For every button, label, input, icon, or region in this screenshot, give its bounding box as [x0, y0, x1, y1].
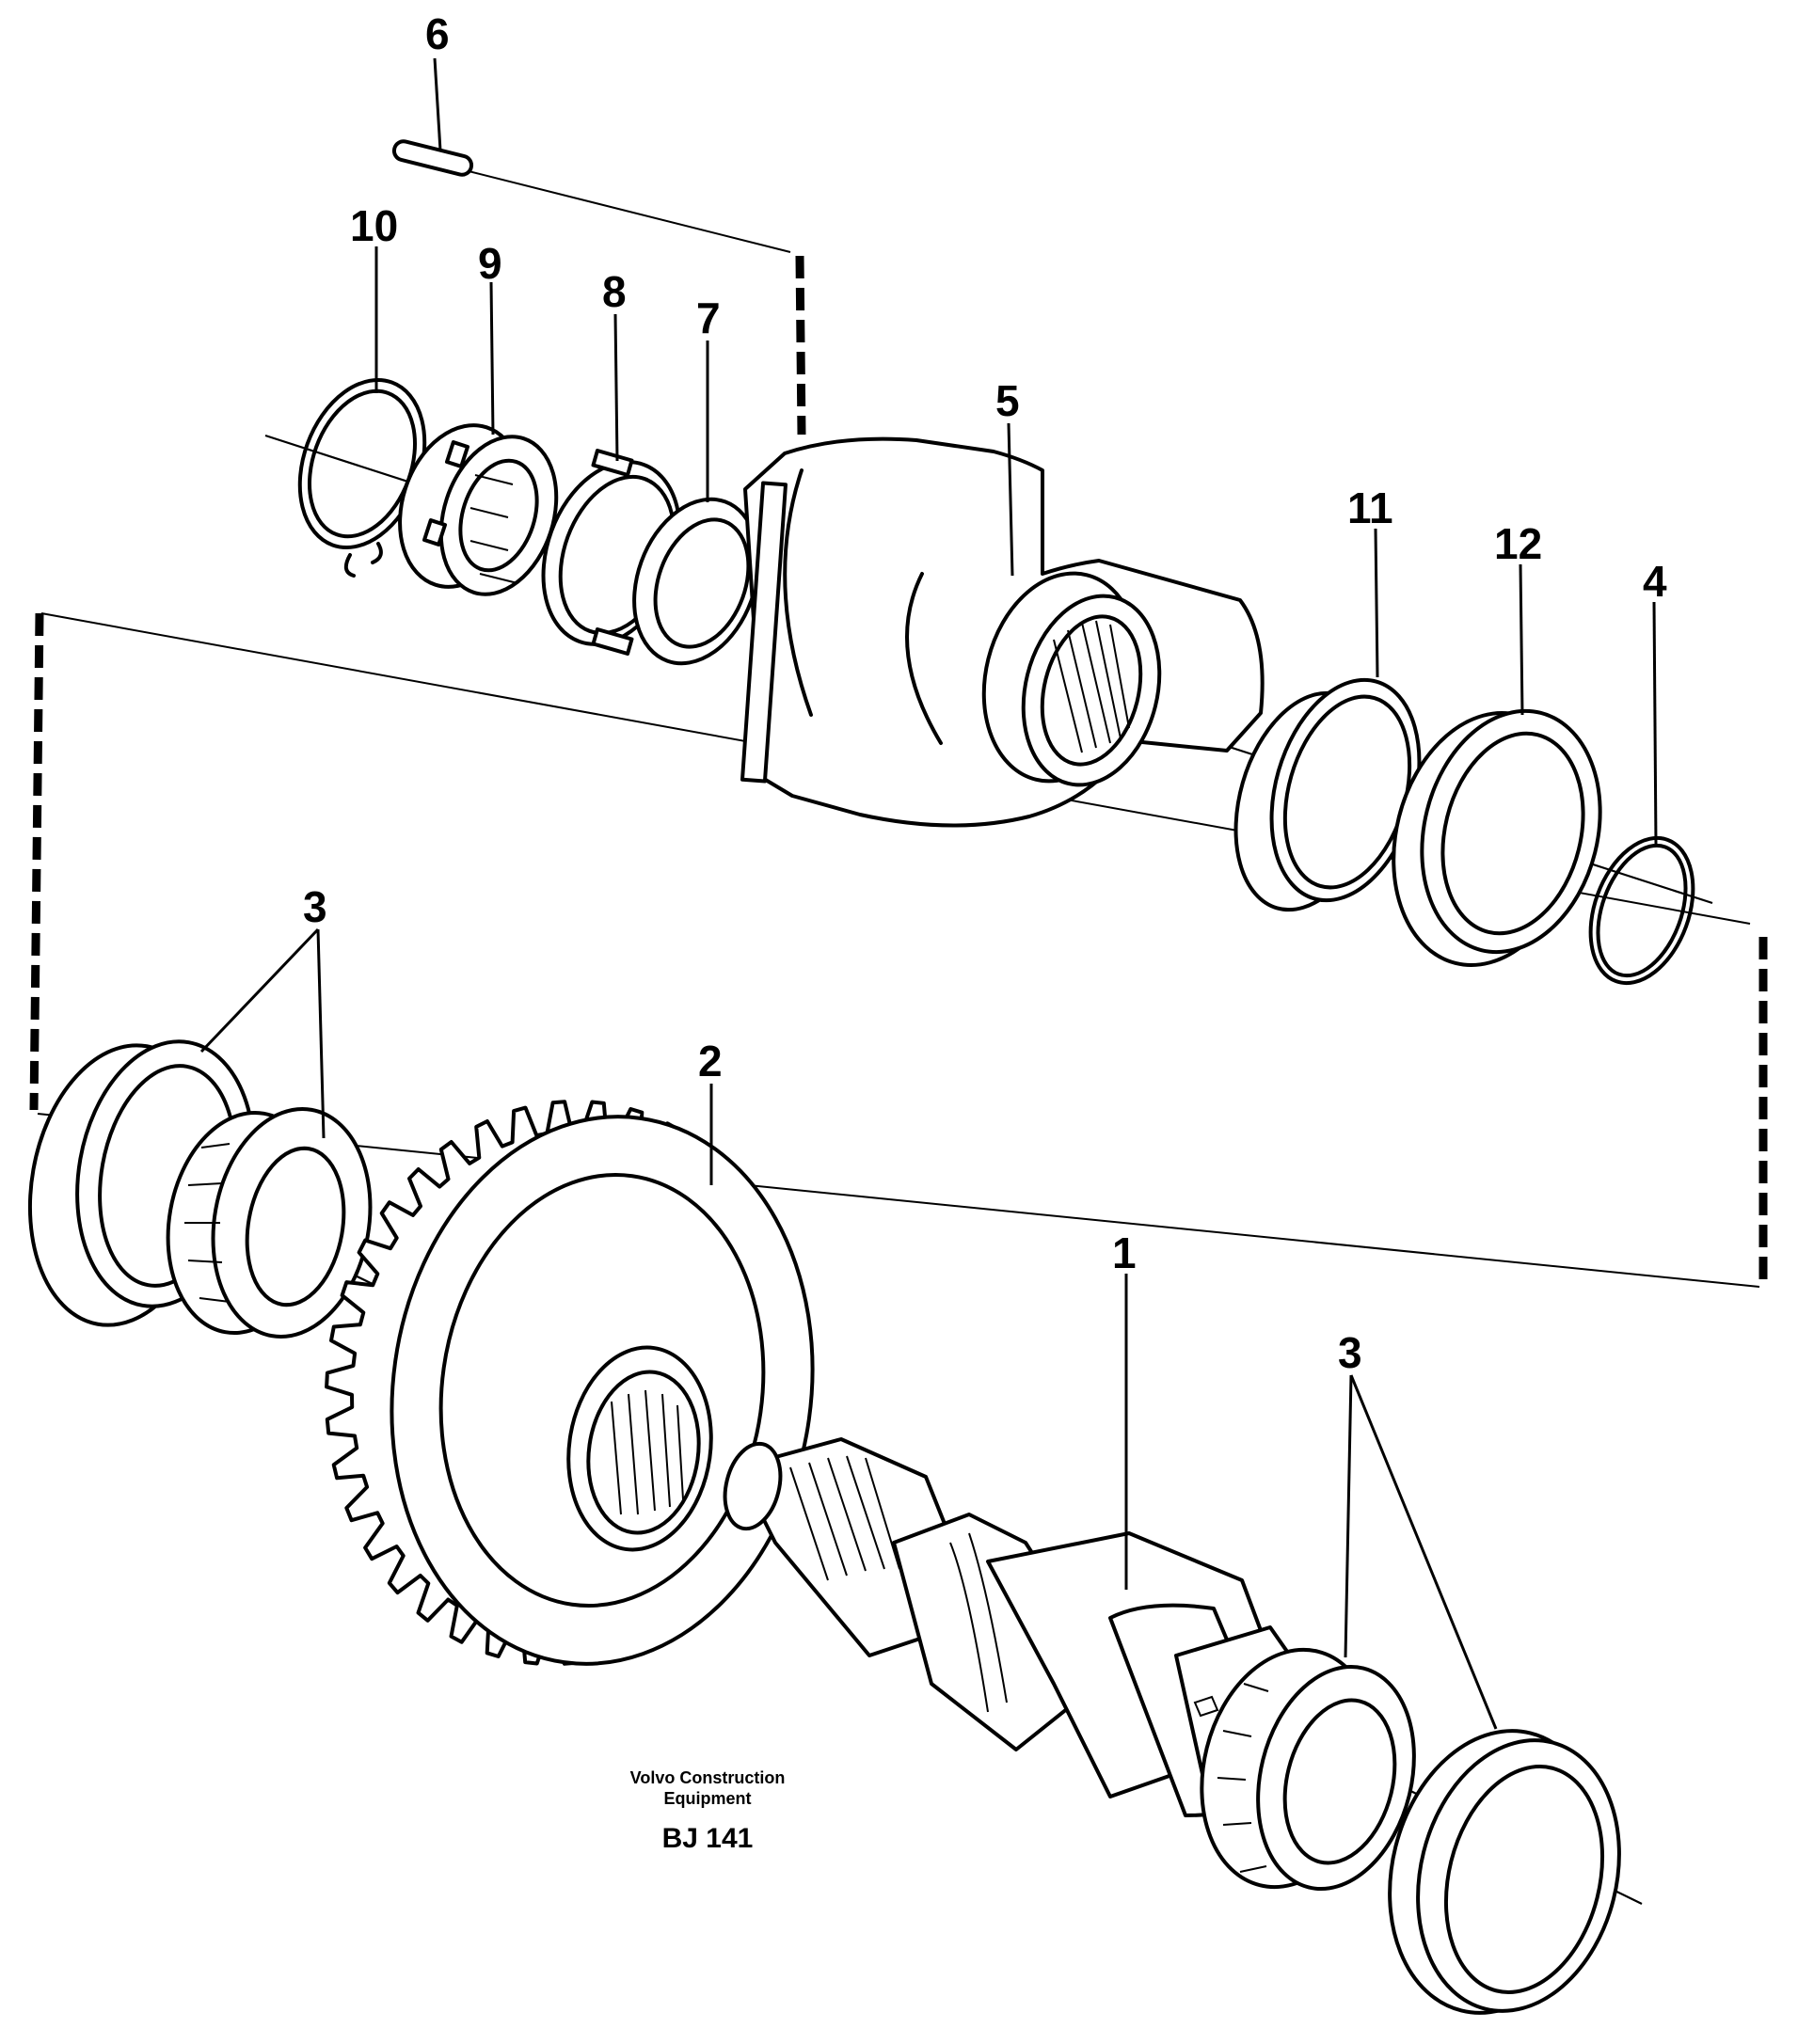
leader-lines — [199, 57, 1658, 1730]
leader-5 — [1007, 422, 1014, 577]
pin-guide-line — [460, 168, 791, 253]
callout-12: 12 — [1494, 519, 1542, 568]
callout-3-lower: 3 — [1338, 1328, 1362, 1377]
callout-7: 7 — [696, 293, 721, 342]
part-4-snap-ring — [1588, 835, 1695, 986]
part-5-housing — [740, 436, 1265, 828]
leader-11 — [1374, 528, 1379, 678]
callout-5: 5 — [995, 376, 1020, 425]
drawing-number: BJ 141 — [662, 1823, 754, 1854]
leader-6 — [433, 57, 442, 151]
callout-10: 10 — [350, 201, 398, 250]
part-11-bearing-cone — [1233, 677, 1422, 912]
part-3-right-bearing-cup — [1388, 1729, 1621, 2015]
part-3-right-bearing-cone — [1200, 1647, 1416, 1892]
drawing-credit: Volvo Construction Equipment BJ 141 — [630, 1768, 786, 1854]
part-12-bearing-cup — [1392, 708, 1602, 967]
leader-12 — [1519, 563, 1524, 716]
part-6-pin — [391, 139, 474, 177]
leader-3a-cup — [199, 927, 320, 1054]
leader-3a-cone — [316, 928, 326, 1139]
leader-8 — [613, 313, 619, 462]
callout-8: 8 — [602, 267, 627, 316]
leader-4 — [1652, 601, 1658, 848]
callout-6: 6 — [425, 9, 450, 58]
part-3-left-bearing-cone — [166, 1107, 373, 1339]
leader-3b-cone — [1344, 1374, 1353, 1658]
callout-1: 1 — [1112, 1228, 1137, 1277]
callout-3-upper: 3 — [303, 882, 327, 931]
callout-2: 2 — [698, 1037, 723, 1085]
callout-4: 4 — [1643, 557, 1667, 606]
leader-9 — [489, 281, 495, 436]
credit-line-1: Volvo Construction — [630, 1768, 786, 1787]
part-9-nut — [398, 423, 559, 596]
callout-11: 11 — [1347, 483, 1393, 532]
credit-line-2: Equipment — [664, 1789, 752, 1808]
callout-labels: 6 10 9 8 7 5 11 12 4 3 2 1 3 — [303, 9, 1667, 1377]
left-dashed-guide — [29, 612, 44, 1111]
callout-9: 9 — [478, 239, 502, 288]
pin-dashed-guide — [795, 255, 806, 436]
leader-3b-cup — [1349, 1374, 1498, 1730]
part-2-helical-gear — [325, 1100, 815, 1666]
